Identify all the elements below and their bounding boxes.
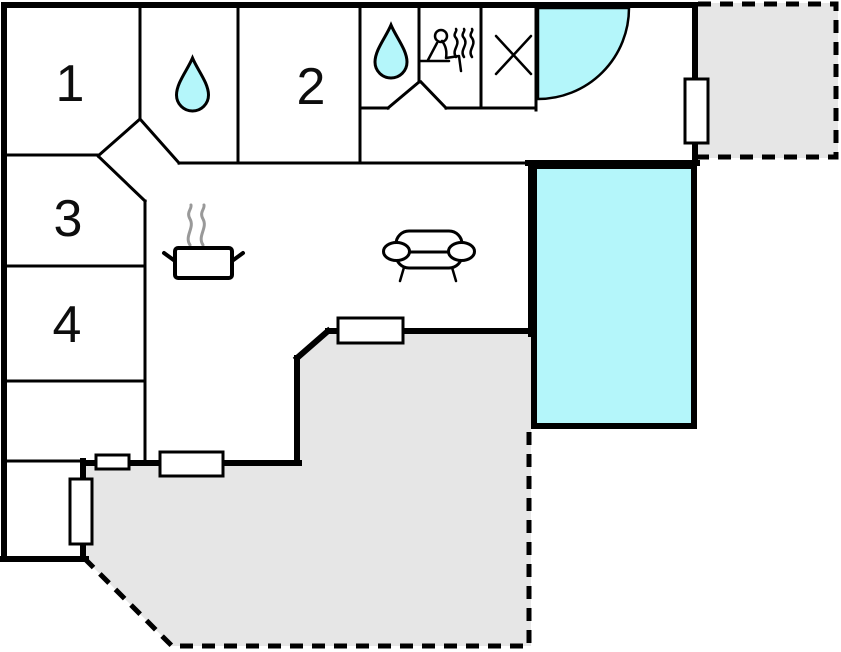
windows (68, 77, 710, 546)
room-label-4: 4 (52, 296, 82, 354)
window-right-top (683, 77, 710, 145)
cooking-pot-icon (162, 203, 245, 280)
pool (531, 163, 697, 429)
room-label-3: 3 (53, 190, 83, 248)
window-hall-south (158, 450, 225, 478)
window-small-south (94, 453, 131, 471)
water-drop-icon (175, 56, 210, 113)
interior-walls (2, 3, 538, 465)
room-label-1: 1 (55, 55, 85, 113)
terrace-top-right (697, 1, 839, 160)
sauna-icon (418, 27, 475, 73)
sofa-icon (382, 229, 476, 283)
terrace-bottom (84, 333, 532, 649)
water-drop-icon (373, 23, 409, 80)
room-label-2: 2 (296, 58, 326, 116)
window-left-bottom (68, 477, 94, 546)
window-living-south (336, 316, 405, 345)
cross-icon (494, 34, 533, 76)
corner-bathtub-icon (536, 6, 631, 101)
